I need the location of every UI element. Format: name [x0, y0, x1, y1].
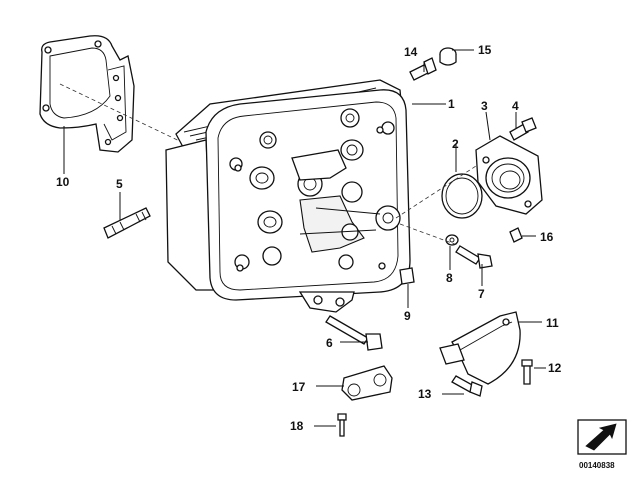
arrow-icon — [585, 423, 617, 451]
callout-18: 18 — [290, 419, 304, 433]
callout-17: 17 — [292, 380, 306, 394]
part-3-flange-housing — [475, 135, 543, 215]
callout-13: 13 — [418, 387, 432, 401]
callout-labels: 1 2 3 4 5 6 7 8 9 10 11 12 13 14 15 16 1… — [56, 43, 562, 433]
leader-lines — [63, 49, 546, 427]
part-4-bolt — [509, 117, 537, 141]
reference-number: 00140838 — [579, 461, 615, 470]
callout-12: 12 — [548, 361, 562, 375]
callout-4: 4 — [512, 99, 519, 113]
callout-9: 9 — [404, 309, 411, 323]
part-17-clip — [341, 365, 393, 401]
part-16-screw — [509, 227, 523, 243]
reference-box: 00140838 — [577, 419, 627, 470]
part-6-bolt — [325, 315, 383, 351]
callout-7: 7 — [478, 287, 485, 301]
part-15-cap-nut — [439, 47, 457, 66]
part-1-cylinder-head — [165, 79, 411, 313]
part-14-bolt — [409, 57, 437, 81]
part-7-bolt — [455, 245, 493, 269]
callout-5: 5 — [116, 177, 123, 191]
part-8-washer — [445, 234, 459, 246]
callout-6: 6 — [326, 336, 333, 350]
part-5-stud — [103, 207, 151, 239]
callout-16: 16 — [540, 230, 554, 244]
part-12-screw — [521, 359, 533, 385]
callout-3: 3 — [481, 99, 488, 113]
part-18-screw — [337, 413, 347, 437]
callout-14: 14 — [404, 45, 418, 59]
callout-1: 1 — [448, 97, 455, 111]
callout-2: 2 — [452, 137, 459, 151]
callout-11: 11 — [546, 316, 559, 330]
part-11-cover — [439, 311, 521, 385]
callout-10: 10 — [56, 175, 70, 189]
part-13-screw — [451, 375, 483, 397]
callout-8: 8 — [446, 271, 453, 285]
part-2-o-ring — [441, 173, 483, 219]
part-10-gasket — [39, 35, 135, 153]
callout-15: 15 — [478, 43, 492, 57]
part-9-plug — [399, 267, 415, 285]
